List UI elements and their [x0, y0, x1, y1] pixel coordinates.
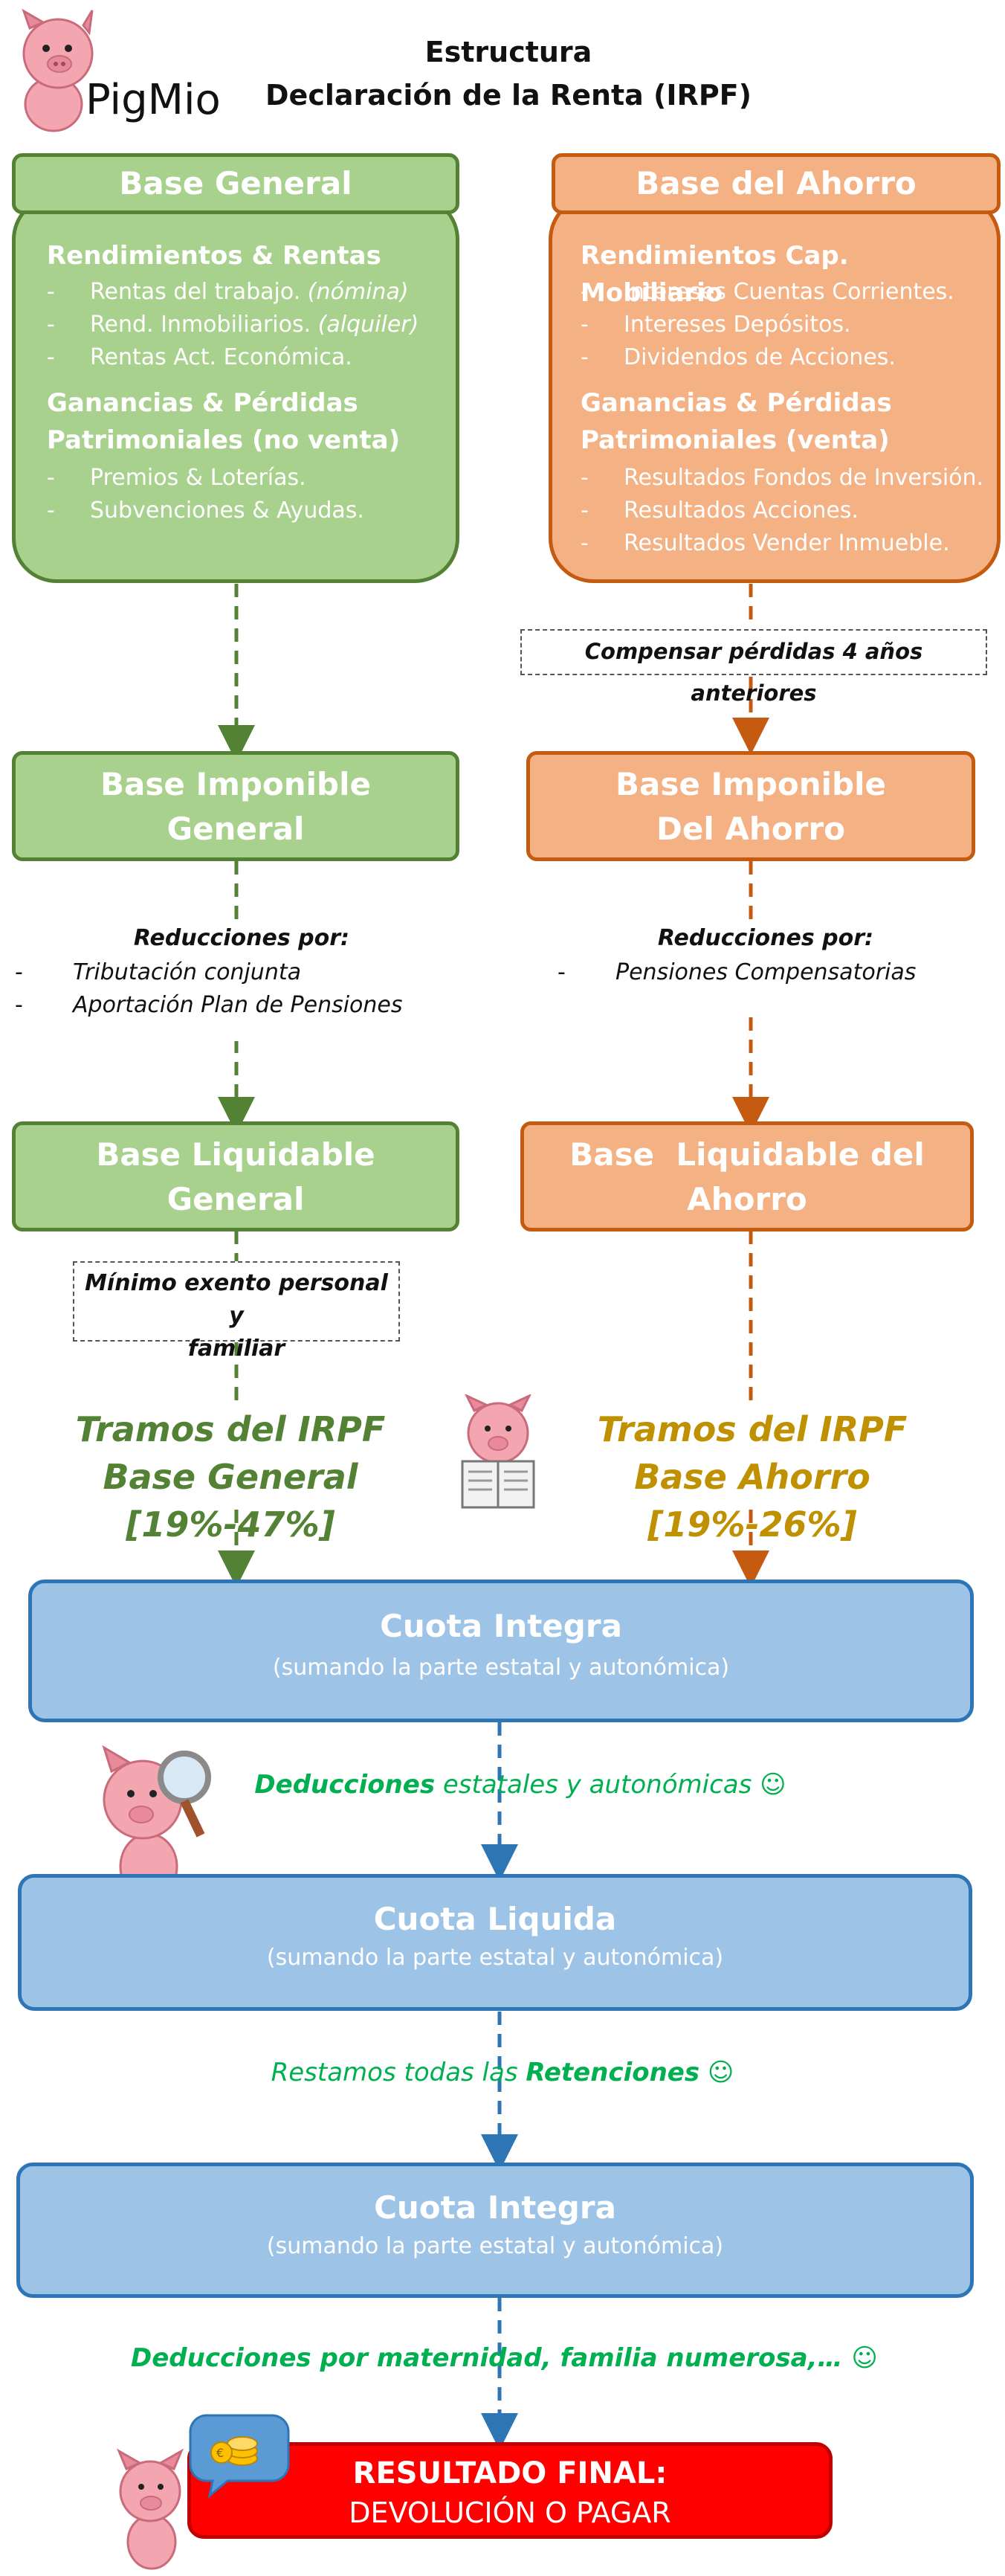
tramos-general: Tramos del IRPF Base General [19%-47%]	[15, 1405, 446, 1545]
pig-reading-newspaper-icon	[461, 1394, 535, 1509]
reducciones-ahorro: Reducciones por: -Pensiones Compensatori…	[558, 922, 974, 1011]
cuota-integra-subtitle: (sumando la parte estatal y autonómica)	[272, 1655, 730, 1681]
liquidable-general-line2: General	[167, 1181, 305, 1217]
list-item: -Rentas Act. Económica.	[47, 344, 352, 370]
rendimientos-rentas-heading: Rendimientos & Rentas	[47, 241, 381, 271]
retenciones-text: Restamos todas las Retenciones ☺	[205, 2054, 800, 2091]
page-title-line1: Estructura	[424, 36, 592, 68]
resultado-line1: RESULTADO FINAL:	[352, 2456, 668, 2490]
cuota-integra-final-title: Cuota Integra	[374, 2189, 616, 2226]
list-item: -Aportación Plan de Pensiones	[15, 992, 403, 1018]
minimo-note-line2: familiar	[187, 1336, 285, 1362]
reducciones-general-heading: Reducciones por:	[133, 925, 350, 951]
svg-text:€: €	[216, 2446, 224, 2460]
list-item: -Intereses Depósitos.	[581, 312, 851, 338]
deducciones-bold: Deducciones	[254, 1770, 436, 1800]
minimo-exento-note: Mínimo exento personal y familiar	[73, 1261, 400, 1362]
tramos-general-line1: Tramos del IRPF	[75, 1409, 386, 1449]
cuota-integra-box: Cuota Integra (sumando la parte estatal …	[28, 1580, 974, 1722]
liquidable-ahorro-line2: Ahorro	[687, 1181, 807, 1217]
ganancias-venta-heading-line1: Ganancias & Pérdidas	[581, 388, 892, 418]
pig-logo-icon	[22, 8, 94, 132]
deducciones-rest: estatales y autonómicas ☺	[435, 1770, 786, 1800]
deducciones-maternidad-text: Deducciones por maternidad, familia nume…	[131, 2343, 878, 2373]
deducciones-estatales-text: Deducciones estatales y autonómicas ☺	[223, 1766, 818, 1803]
cuota-integra-title: Cuota Integra	[380, 1608, 622, 1644]
base-imponible-ahorro: Base Imponible Del Ahorro	[526, 751, 975, 861]
tramos-ahorro: Tramos del IRPF Base Ahorro [19%-26%]	[550, 1405, 954, 1545]
imponible-general-line1: Base Imponible	[100, 766, 371, 802]
list-item: -Rentas del trabajo. (nómina)	[47, 279, 409, 305]
list-item: -Resultados Acciones.	[581, 498, 859, 524]
logo-text: PigMio	[85, 76, 221, 124]
pigmio-logo: PigMio	[15, 7, 238, 134]
minimo-note-line1: Mínimo exento personal y	[85, 1270, 388, 1329]
base-general-body: Rendimientos & Rentas -Rentas del trabaj…	[12, 195, 459, 583]
base-general-title: Base General	[12, 153, 459, 214]
reducciones-general: Reducciones por: -Tributación conjunta -…	[15, 922, 476, 1041]
list-item: -Tributación conjunta	[15, 959, 301, 985]
list-item: -Premios & Loterías.	[47, 465, 306, 491]
base-liquidable-ahorro: Base Liquidable del Ahorro	[520, 1121, 974, 1231]
ganancias-heading-line2: Patrimoniales (no venta)	[47, 425, 401, 455]
cuota-integra-final-box: Cuota Integra (sumando la parte estatal …	[16, 2163, 974, 2298]
resultado-line2: DEVOLUCIÓN O PAGAR	[349, 2496, 671, 2529]
retenciones-rest: Restamos todas las	[271, 2058, 526, 2087]
tramos-ahorro-line2: Base Ahorro [19%-26%]	[634, 1457, 870, 1545]
cuota-liquida-title: Cuota Liquida	[373, 1901, 617, 1937]
list-item: -Pensiones Compensatorias	[558, 959, 917, 985]
imponible-general-line2: General	[167, 811, 305, 847]
ganancias-heading-line1: Ganancias & Pérdidas	[47, 388, 358, 418]
base-ahorro-title: Base del Ahorro	[552, 153, 1001, 214]
reducciones-ahorro-heading: Reducciones por:	[657, 925, 874, 951]
cuota-liquida-subtitle: (sumando la parte estatal y autonómica)	[266, 1945, 724, 1971]
list-item: -Intereses Cuentas Corrientes.	[581, 279, 954, 305]
compensar-perdidas-note: Compensar pérdidas 4 años anteriores	[520, 629, 987, 706]
liquidable-ahorro-line1: Base Liquidable del	[569, 1136, 925, 1173]
rendimientos-capital-heading: Rendimientos Cap. Mobiliario	[581, 241, 849, 308]
base-ahorro-body: Rendimientos Cap. Mobiliario -Intereses …	[549, 195, 1001, 583]
resultado-final-box: RESULTADO FINAL: DEVOLUCIÓN O PAGAR	[187, 2442, 833, 2539]
list-item: -Subvenciones & Ayudas.	[47, 498, 364, 524]
pig-coins-icon: €	[116, 2414, 290, 2570]
cuota-liquida-box: Cuota Liquida (sumando la parte estatal …	[18, 1874, 972, 2011]
page-title-line2: Declaración de la Renta (IRPF)	[265, 79, 752, 112]
list-item: -Rend. Inmobiliarios. (alquiler)	[47, 312, 419, 338]
imponible-ahorro-line1: Base Imponible	[615, 766, 886, 802]
tramos-general-line2: Base General [19%-47%]	[103, 1457, 358, 1545]
imponible-ahorro-line2: Del Ahorro	[656, 811, 845, 847]
base-liquidable-general: Base Liquidable General	[12, 1121, 459, 1231]
list-item: -Resultados Fondos de Inversión.	[581, 465, 984, 491]
base-imponible-general: Base Imponible General	[12, 751, 459, 861]
tramos-ahorro-line1: Tramos del IRPF	[597, 1409, 908, 1449]
retenciones-bold: Retenciones	[526, 2058, 700, 2087]
ganancias-venta-heading-line2: Patrimoniales (venta)	[581, 425, 890, 455]
retenciones-tail: ☺	[699, 2058, 734, 2087]
list-item: -Dividendos de Acciones.	[581, 344, 896, 370]
liquidable-general-line1: Base Liquidable	[96, 1136, 375, 1173]
cuota-integra-final-subtitle: (sumando la parte estatal y autonómica)	[266, 2233, 724, 2259]
list-item: -Resultados Vender Inmueble.	[581, 530, 950, 556]
